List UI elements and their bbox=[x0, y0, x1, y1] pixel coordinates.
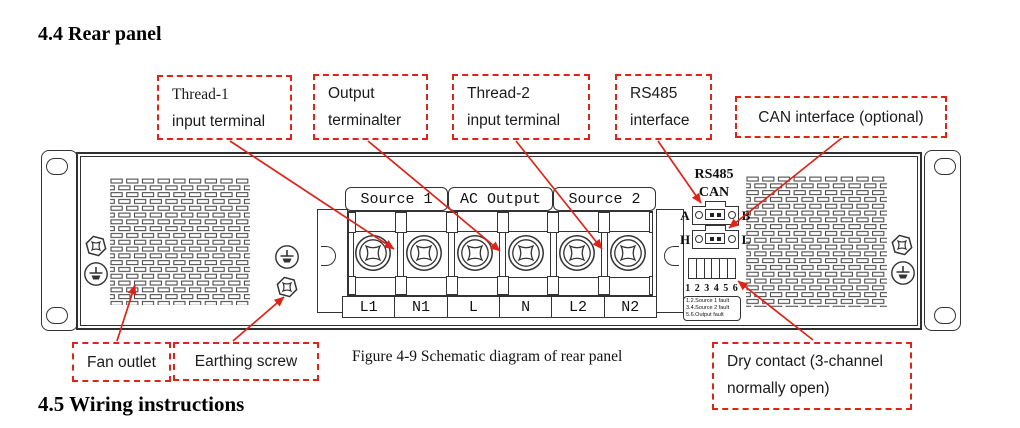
terminal-label-row: L1 N1 L N L2 N2 bbox=[342, 296, 657, 318]
callout-line: Output bbox=[328, 85, 375, 102]
earthing-screw-icon bbox=[891, 261, 915, 285]
callout-line: normally open) bbox=[727, 380, 830, 397]
connector-tab bbox=[705, 201, 726, 207]
pin-label-b: B bbox=[741, 208, 751, 223]
connector-pin bbox=[716, 236, 721, 241]
terminal-label: L1 bbox=[343, 297, 396, 317]
fan-vent-right bbox=[746, 176, 887, 307]
earthing-screw-icon bbox=[84, 262, 108, 286]
callout-rs485-interface: RS485 interface bbox=[615, 74, 712, 140]
rs485-panel-label: RS485 bbox=[694, 167, 734, 182]
mounting-hole bbox=[934, 307, 956, 324]
hex-screw-icon bbox=[275, 275, 299, 299]
callout-line: input terminal bbox=[467, 112, 561, 129]
terminal-screw-icon bbox=[457, 235, 493, 271]
dry-contact-cell bbox=[720, 259, 729, 278]
callout-can-interface: CAN interface (optional) bbox=[735, 96, 947, 138]
terminal-strip bbox=[348, 211, 653, 296]
section-heading-4-5: 4.5 Wiring instructions bbox=[38, 392, 245, 416]
callout-line: Thread-1 bbox=[172, 86, 229, 103]
rack-ear-right bbox=[924, 150, 961, 331]
mounting-hole bbox=[46, 158, 68, 175]
callout-fan-outlet: Fan outlet bbox=[72, 342, 171, 382]
dry-contact-cell bbox=[712, 259, 721, 278]
callout-thread1-input-terminal: Thread-1 input terminal bbox=[157, 75, 292, 140]
terminal-screw-icon bbox=[508, 235, 544, 271]
hex-screw-icon bbox=[890, 233, 914, 257]
callout-output-terminal: Output terminalter bbox=[313, 74, 428, 140]
rs485-connector bbox=[692, 201, 739, 225]
terminal-group-ac-output: AC Output bbox=[448, 187, 553, 211]
pin-label-a: A bbox=[680, 208, 690, 223]
callout-line: Earthing screw bbox=[194, 353, 298, 370]
terminal-group-source1: Source 1 bbox=[345, 187, 448, 211]
terminal-label: L2 bbox=[552, 297, 605, 317]
bracket-cutout bbox=[664, 246, 679, 266]
connector-socket bbox=[705, 209, 725, 220]
dry-contact-legend: 1.2.Source 1 fault 3.4.Source 2 fault 5.… bbox=[683, 296, 741, 321]
callout-thread2-input-terminal: Thread-2 input terminal bbox=[452, 74, 590, 140]
terminal-screw-icon bbox=[355, 235, 391, 271]
connector-screw-hole bbox=[695, 234, 703, 243]
callout-earthing-screw: Earthing screw bbox=[173, 342, 319, 381]
dry-contact-cell bbox=[697, 259, 705, 278]
dry-contact-cell bbox=[728, 259, 735, 278]
connector-screw-hole bbox=[695, 210, 703, 219]
callout-line: interface bbox=[630, 112, 690, 129]
mounting-hole bbox=[46, 307, 68, 324]
terminal-screw-icon bbox=[610, 235, 646, 271]
hex-screw-icon bbox=[84, 234, 108, 258]
legend-line: 5.6.Output fault bbox=[686, 312, 724, 318]
connector-socket bbox=[705, 233, 725, 244]
terminal-label: L bbox=[448, 297, 500, 317]
terminal-screw-icon bbox=[559, 235, 595, 271]
callout-line: CAN interface (optional) bbox=[758, 108, 924, 126]
connector-pin bbox=[709, 212, 714, 217]
callout-line: Dry contact (3-channel bbox=[727, 353, 883, 370]
earthing-screw-icon bbox=[275, 245, 299, 269]
callout-line: Fan outlet bbox=[87, 353, 156, 371]
mounting-hole bbox=[934, 158, 956, 175]
pin-label-l: L bbox=[741, 232, 751, 247]
rack-ear-left bbox=[41, 150, 78, 331]
connector-pin bbox=[709, 236, 714, 241]
can-panel-label: CAN bbox=[698, 185, 730, 200]
legend-line: 3.4.Source 2 fault bbox=[686, 305, 730, 311]
legend-line: 1.2.Source 1 fault bbox=[686, 298, 730, 304]
dry-contact-cell bbox=[705, 259, 713, 278]
connector-screw-hole bbox=[728, 210, 736, 219]
callout-line: input terminal bbox=[172, 113, 266, 130]
callout-line: Thread-2 bbox=[467, 85, 530, 102]
pin-label-h: H bbox=[679, 232, 691, 247]
callout-line: terminalter bbox=[328, 112, 402, 129]
fan-vent-left bbox=[110, 178, 250, 305]
dry-contact-block bbox=[688, 258, 736, 279]
dry-contact-cell bbox=[689, 259, 697, 278]
dry-contact-numbers: 1 2 3 4 5 6 bbox=[685, 283, 739, 294]
connector-pin bbox=[716, 212, 721, 217]
terminal-label: N2 bbox=[621, 298, 640, 316]
terminal-label: N bbox=[500, 297, 553, 317]
terminal-label: N1 bbox=[395, 297, 448, 317]
callout-dry-contact: Dry contact (3-channel normally open) bbox=[712, 342, 912, 410]
connector-screw-hole bbox=[728, 234, 736, 243]
section-heading-4-4: 4.4 Rear panel bbox=[38, 23, 162, 45]
can-connector bbox=[692, 225, 739, 249]
terminal-group-source2: Source 2 bbox=[553, 187, 656, 211]
connector-tab bbox=[705, 225, 726, 231]
figure-caption: Figure 4-9 Schematic diagram of rear pan… bbox=[352, 348, 623, 365]
callout-line: RS485 bbox=[630, 85, 678, 102]
terminal-screw-icon bbox=[406, 235, 442, 271]
